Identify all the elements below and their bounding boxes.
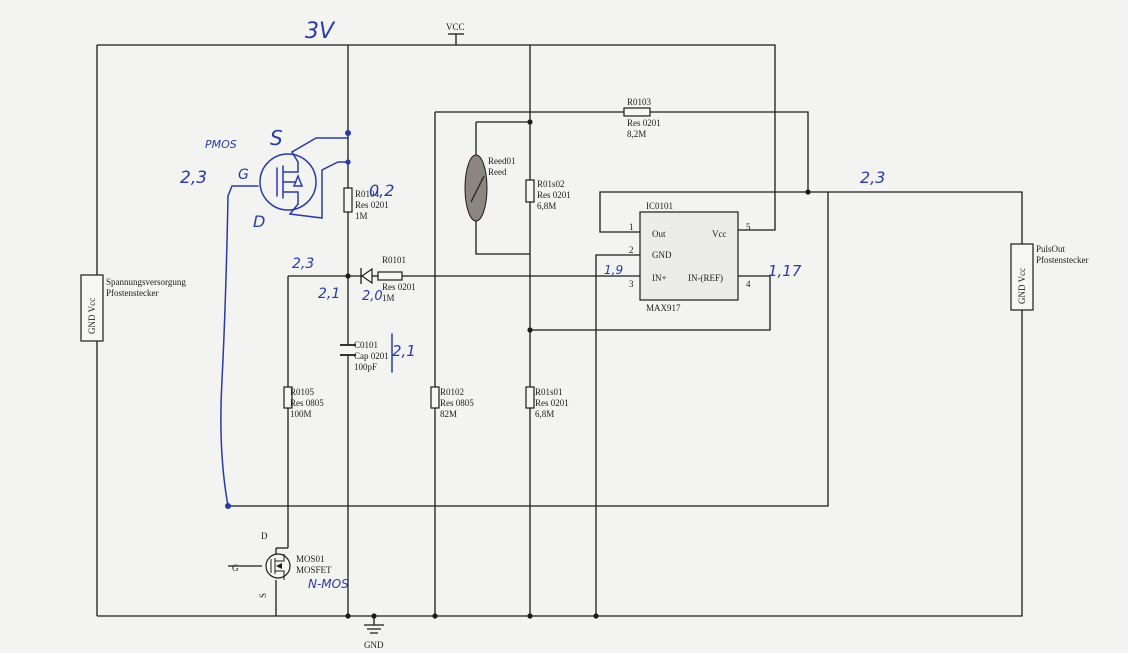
vcc-label: VCC [446, 22, 465, 32]
label-annotations-ref_voltage: 1,17 [768, 262, 802, 280]
label-resistors-2-ref: R0101 [382, 255, 406, 265]
ground-symbol: GND [364, 624, 384, 650]
label-ic-ref: IC0101 [646, 201, 673, 211]
gnd-label: GND [364, 640, 384, 650]
label-ic-pins-1-name: GND [652, 250, 672, 260]
label-mosfet-pin_d: D [261, 531, 268, 541]
reed-switch: Reed01 Reed [464, 154, 516, 222]
label-resistors-1-ref: R0104 [355, 189, 380, 199]
mosfet-mos01: D G S MOS01 MOSFET [232, 531, 332, 598]
label-ic-pins-1-num: 2 [629, 245, 634, 255]
hand-pmos: PMOS 2,3 S G D [180, 126, 351, 509]
label-annotations-pmos: PMOS [205, 138, 237, 151]
label-capacitor-pkg: Cap 0201 [354, 351, 389, 361]
label-mosfet-type: MOSFET [296, 565, 332, 575]
resistor-r0101: R0101 Res 0201 1M [377, 255, 416, 303]
label-resistors-0-value: 8,2M [627, 129, 646, 139]
label-annotations-r0104_voltage: 0,2 [369, 181, 394, 200]
label-annotations-cap_voltage: 2,1 [392, 342, 416, 360]
label-resistors-2-value: 1M [382, 293, 395, 303]
label-ic-pins-4-name: Vcc [712, 229, 727, 239]
label-ic-part: MAX917 [646, 303, 681, 313]
label-ic-pins-4-num: 5 [746, 222, 751, 232]
hand-3v-label: 3V [305, 19, 336, 44]
label-annotations-node_voltage: 2,3 [292, 256, 314, 272]
label-resistors-0-pkg: Res 0201 [627, 118, 661, 128]
label-resistors-4-pkg: Res 0805 [440, 398, 474, 408]
resistor-r0102: R0102 Res 0805 82M [430, 386, 474, 419]
ic-max917: IC0101 MAX917 1 Out 2 GND 3 IN+ 4 IN-(RE… [629, 201, 760, 313]
label-capacitor-value: 100pF [354, 362, 377, 372]
label-annotations-pmos_g_voltage: 2,3 [180, 168, 207, 188]
label-mosfet-pin_s: S [258, 593, 268, 598]
resistor-r0105: R0105 Res 0805 100M [283, 386, 324, 419]
power-connector-pins: GND Vcc [87, 298, 97, 334]
label-annotations-pmos_d: D [253, 212, 265, 231]
hand-annotations: 0,2 2,3 2,1 2,0 2,1 1,9 1,17 2,3 N-MOS [292, 168, 885, 591]
label-resistors-6-value: 6,8M [535, 409, 554, 419]
label-resistors-1-pkg: Res 0201 [355, 200, 389, 210]
resistor-r0103: R0103 Res 0201 8,2M [623, 97, 661, 139]
pulse-connector-type: Pfostenstecker [1036, 255, 1088, 265]
label-ic-pins-0-name: Out [652, 229, 666, 239]
resistor-r01s01: R01s01 Res 0201 6,8M [525, 386, 569, 419]
pulse-connector-name: PulsOut [1036, 244, 1066, 254]
label-ic-pins-2-num: 3 [629, 279, 634, 289]
label-capacitor-ref: C0101 [354, 340, 378, 350]
label-annotations-pmos_g: G [238, 167, 249, 183]
power-connector: GND Vcc Spannungsversorgung Pfostensteck… [80, 274, 186, 342]
diode [360, 267, 378, 285]
pulse-connector: GND Vcc PulsOut Pfostenstecker [1010, 243, 1088, 311]
wires [96, 34, 1023, 625]
label-resistors-4-value: 82M [440, 409, 457, 419]
resistor-r0104: R0104 Res 0201 1M [343, 187, 389, 221]
label-ic-pins-3-num: 4 [746, 279, 751, 289]
label-annotations-pmos_s: S [270, 126, 283, 150]
junctions [345, 119, 811, 619]
label-resistors-6-pkg: Res 0201 [535, 398, 569, 408]
capacitor-c0101: C0101 Cap 0201 100pF [340, 340, 389, 372]
label-annotations-in_plus_voltage: 1,9 [604, 263, 623, 277]
label-resistors-4-ref: R0102 [440, 387, 464, 397]
label-mosfet-ref: MOS01 [296, 554, 325, 564]
resistor-r01s02: R01s02 Res 0201 6,8M [525, 179, 571, 211]
label-resistors-6-ref: R01s01 [535, 387, 563, 397]
label-resistors-3-pkg: Res 0805 [290, 398, 324, 408]
power-connector-type: Pfostenstecker [106, 288, 158, 298]
label-resistors-0-ref: R0103 [627, 97, 652, 107]
label-annotations-diode_left: 2,1 [318, 286, 340, 302]
power-connector-name: Spannungsversorgung [106, 277, 186, 287]
label-annotations-nmos: N-MOS [308, 577, 349, 591]
pulse-connector-pins: GND Vcc [1017, 268, 1027, 304]
label-reed-ref: Reed01 [488, 156, 516, 166]
label-resistors-5-pkg: Res 0201 [537, 190, 571, 200]
vcc-symbol: VCC [446, 22, 465, 35]
label-annotations-out_voltage: 2,3 [860, 168, 885, 187]
label-mosfet-pin_g: G [232, 563, 239, 573]
label-ic-pins-3-name: IN-(REF) [688, 273, 723, 283]
label-ic-pins-0-num: 1 [629, 222, 634, 232]
label-annotations-diode_right: 2,0 [362, 289, 383, 304]
label-resistors-3-value: 100M [290, 409, 312, 419]
label-reed-type: Reed [488, 167, 507, 177]
label-resistors-5-value: 6,8M [537, 201, 556, 211]
label-resistors-5-ref: R01s02 [537, 179, 565, 189]
label-resistors-1-value: 1M [355, 211, 368, 221]
label-ic-pins-2-name: IN+ [652, 273, 667, 283]
label-resistors-3-ref: R0105 [290, 387, 315, 397]
label-resistors-2-pkg: Res 0201 [382, 282, 416, 292]
